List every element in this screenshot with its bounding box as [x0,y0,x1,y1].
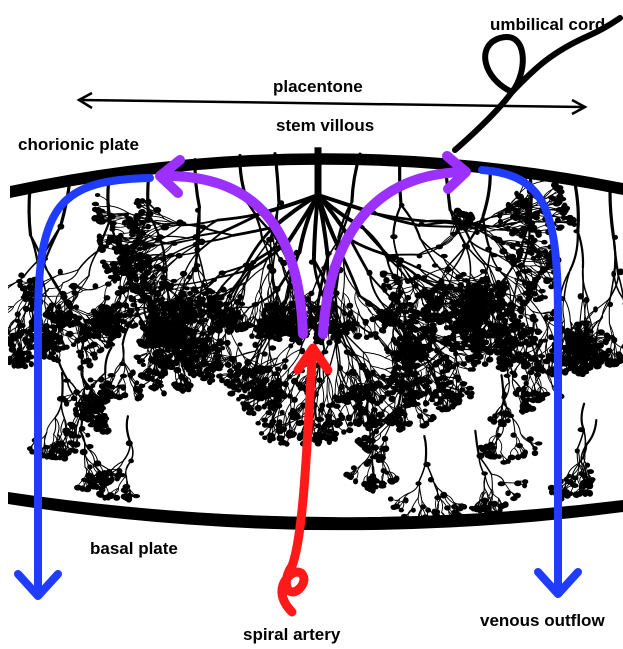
chorionic-plate-label: chorionic plate [18,135,139,154]
intervillous-space [0,140,623,527]
umbilical-cord-label: umbilical cord [490,15,605,34]
basal-plate-label: basal plate [90,539,178,558]
venous-outflow-label: venous outflow [480,611,605,630]
spiral-artery-label: spiral artery [243,625,341,644]
umbilical-cord [455,18,620,150]
stem-villous-label: stem villous [276,116,374,135]
placentone-label: placentone [273,77,363,96]
